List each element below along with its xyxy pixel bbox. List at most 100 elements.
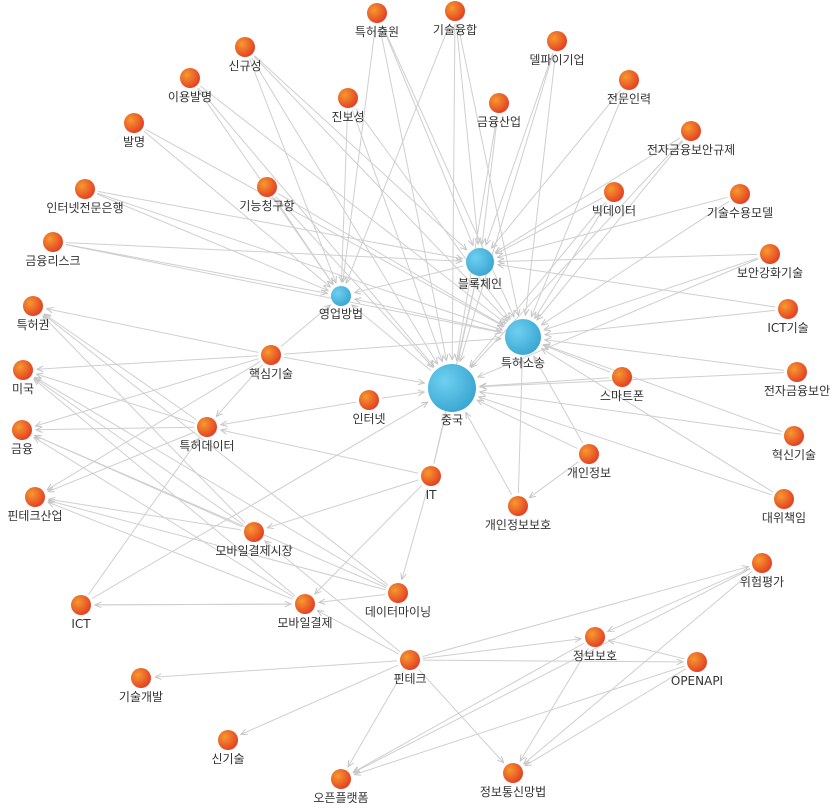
node-open-platform[interactable]: 오픈플랫폼 — [313, 769, 369, 805]
node-circle[interactable] — [388, 583, 408, 603]
node-circle[interactable] — [778, 299, 798, 319]
node-circle[interactable] — [197, 417, 217, 437]
node-patent-right[interactable]: 특허권 — [16, 296, 50, 332]
node-internet-bank[interactable]: 인터넷전문은행 — [46, 179, 124, 215]
node-tech-accept-model[interactable]: 기술수용모델 — [707, 184, 773, 220]
node-tech-development[interactable]: 기술개발 — [119, 668, 163, 704]
node-circle[interactable] — [331, 286, 351, 306]
node-invention-use[interactable]: 이용발명 — [168, 68, 212, 104]
node-patent-litigation[interactable]: 특허소송 — [501, 319, 545, 370]
node-info-protection[interactable]: 정보보호 — [573, 627, 617, 663]
node-circle[interactable] — [787, 362, 807, 382]
node-telecom-network-act[interactable]: 정보통신망법 — [480, 763, 546, 799]
node-new-tech[interactable]: 신기술 — [211, 730, 245, 766]
edge-internet-bank-to-patent-litigation — [97, 192, 502, 330]
node-circle[interactable] — [331, 769, 351, 789]
node-financial-industry[interactable]: 금융산업 — [477, 93, 521, 129]
node-risk-assessment[interactable]: 위험평가 — [740, 553, 784, 589]
node-circle[interactable] — [421, 466, 441, 486]
node-circle[interactable] — [261, 345, 281, 365]
node-smartphone[interactable]: 스마트폰 — [600, 367, 644, 403]
node-circle[interactable] — [71, 595, 91, 615]
node-it[interactable]: IT — [421, 466, 441, 502]
node-usa[interactable]: 미국 — [12, 360, 34, 396]
node-circle[interactable] — [760, 244, 780, 264]
node-circle[interactable] — [257, 177, 277, 197]
node-circle[interactable] — [612, 367, 632, 387]
node-circle[interactable] — [585, 627, 605, 647]
node-privacy-protection[interactable]: 개인정보보호 — [485, 496, 551, 532]
node-fintech-industry[interactable]: 핀테크산업 — [7, 487, 63, 523]
node-circle[interactable] — [466, 248, 494, 276]
node-circle[interactable] — [218, 730, 238, 750]
node-circle[interactable] — [338, 88, 358, 108]
node-china[interactable]: 중국 — [428, 364, 476, 427]
node-circle[interactable] — [23, 296, 43, 316]
node-circle[interactable] — [244, 522, 264, 542]
node-ict-tech[interactable]: ICT기술 — [767, 299, 809, 335]
node-circle[interactable] — [445, 1, 465, 21]
node-expert-staff[interactable]: 전문인력 — [607, 70, 651, 106]
node-circle[interactable] — [131, 668, 151, 688]
node-business-method[interactable]: 영업방법 — [319, 286, 363, 321]
node-circle[interactable] — [505, 319, 541, 355]
node-circle[interactable] — [681, 121, 701, 141]
node-novelty[interactable]: 신규성 — [228, 37, 262, 73]
node-fintech[interactable]: 핀테크 — [393, 650, 427, 686]
node-financial-risk[interactable]: 금융리스크 — [25, 232, 81, 268]
node-personal-info[interactable]: 개인정보 — [567, 444, 611, 480]
node-circle[interactable] — [579, 444, 599, 464]
node-e-fin-sec-reg[interactable]: 전자금융보안규제 — [647, 121, 735, 157]
node-mobile-pay-market[interactable]: 모바일결제시장 — [215, 522, 293, 558]
node-invention[interactable]: 발명 — [123, 113, 145, 149]
node-circle[interactable] — [25, 487, 45, 507]
node-blockchain[interactable]: 블록체인 — [458, 248, 502, 291]
node-circle[interactable] — [784, 426, 804, 446]
node-circle[interactable] — [604, 182, 624, 202]
node-ict[interactable]: ICT — [71, 595, 91, 631]
node-circle[interactable] — [489, 93, 509, 113]
node-delphi-firm[interactable]: 델파이기업 — [529, 31, 585, 67]
node-circle[interactable] — [752, 553, 772, 573]
node-circle[interactable] — [75, 179, 95, 199]
node-patent-filing[interactable]: 특허출원 — [355, 3, 399, 39]
node-circle[interactable] — [503, 763, 523, 783]
node-circle[interactable] — [730, 184, 750, 204]
node-circle[interactable] — [428, 364, 476, 412]
node-innovation-tech[interactable]: 혁신기술 — [772, 426, 816, 462]
node-circle[interactable] — [13, 360, 33, 380]
node-openapi[interactable]: OPENAPI — [671, 652, 723, 688]
node-circle[interactable] — [180, 68, 200, 88]
node-data-mining[interactable]: 데이터마이닝 — [365, 583, 431, 619]
edge-china-to-business-method — [352, 305, 432, 372]
node-core-tech[interactable]: 핵심기술 — [249, 345, 293, 381]
node-circle[interactable] — [12, 420, 32, 440]
node-patent-data[interactable]: 특허데이터 — [179, 417, 235, 453]
node-circle[interactable] — [43, 232, 63, 252]
node-e-fin-security[interactable]: 전자금융보안 — [764, 362, 830, 398]
edge-e-fin-sec-reg-to-blockchain — [495, 137, 681, 253]
node-circle[interactable] — [295, 594, 315, 614]
node-circle[interactable] — [359, 390, 379, 410]
node-circle[interactable] — [619, 70, 639, 90]
node-circle[interactable] — [774, 489, 794, 509]
node-circle[interactable] — [508, 496, 528, 516]
node-big-data[interactable]: 빅데이터 — [592, 182, 636, 218]
node-mobile-pay[interactable]: 모바일결제 — [277, 594, 333, 630]
edge-financial-risk-to-business-method — [65, 243, 327, 293]
node-internet[interactable]: 인터넷 — [352, 390, 386, 426]
node-circle[interactable] — [400, 650, 420, 670]
node-circle[interactable] — [367, 3, 387, 23]
edge-functional-claim-to-china — [275, 196, 433, 368]
node-functional-claim[interactable]: 기능청구항 — [239, 177, 295, 213]
node-circle[interactable] — [124, 113, 144, 133]
edge-openapi-to-telecom-network-act — [525, 668, 687, 766]
node-tech-convergence[interactable]: 기술융합 — [433, 1, 477, 37]
node-inventive-step[interactable]: 진보성 — [331, 88, 365, 124]
node-circle[interactable] — [547, 31, 567, 51]
node-circle[interactable] — [687, 652, 707, 672]
node-circle[interactable] — [235, 37, 255, 57]
node-finance[interactable]: 금융 — [11, 420, 33, 456]
node-vicarious-liability[interactable]: 대위책임 — [762, 489, 806, 525]
node-security-tech[interactable]: 보안강화기술 — [737, 244, 803, 280]
